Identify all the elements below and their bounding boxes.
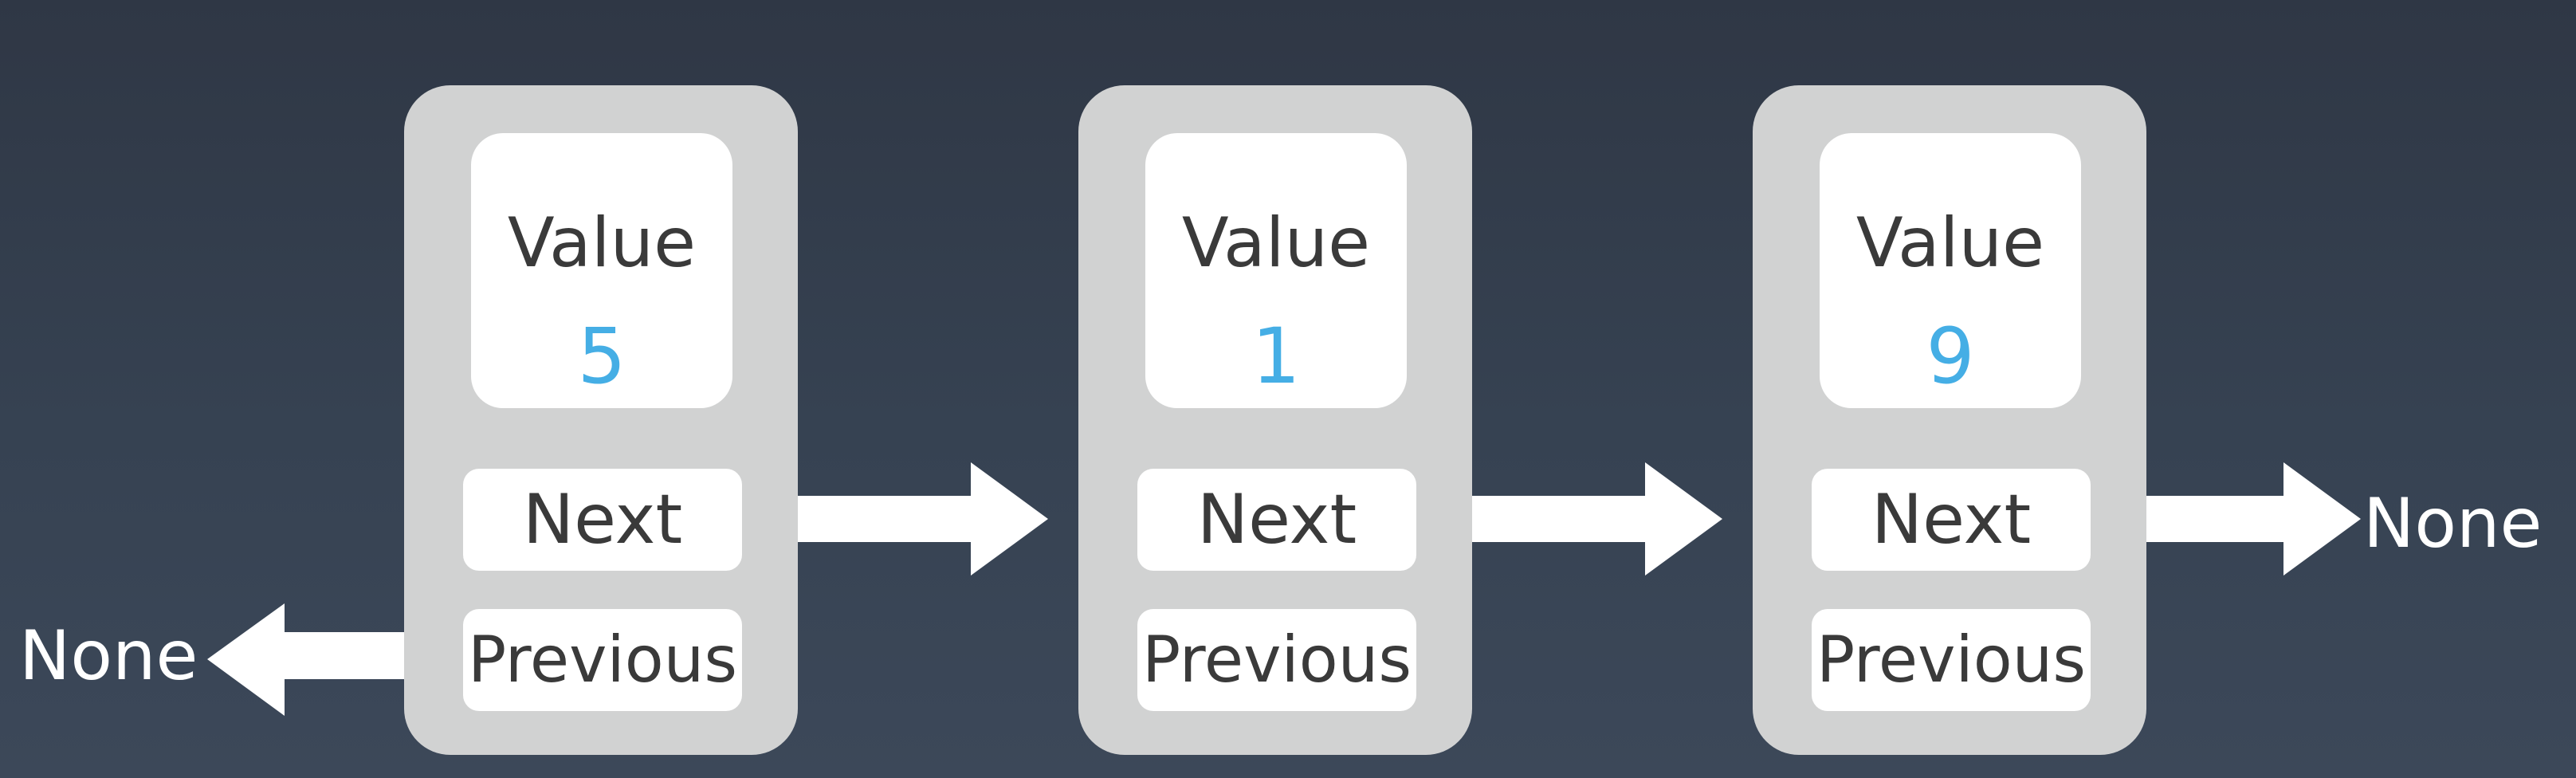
previous-pointer-field: Previous [1137,609,1416,711]
previous-pointer-field: Previous [1812,609,2091,711]
value-label: Value [1855,203,2045,283]
next-pointer-field: Next [463,469,742,571]
value-field: Value 1 [1145,133,1407,408]
node-value: 5 [577,312,626,401]
value-field: Value 5 [471,133,732,408]
next-arrow-node3-to-none [2087,462,2361,576]
list-node-3: Value 9 Next Previous [1753,85,2146,755]
next-label: Next [1871,480,2032,560]
value-field: Value 9 [1820,133,2081,408]
previous-arrow-node1-to-none [207,603,461,716]
value-label: Value [507,203,697,283]
previous-label: Previous [1816,623,2087,697]
next-pointer-field: Next [1812,469,2091,571]
previous-label: Previous [467,623,738,697]
previous-label: Previous [1141,623,1412,697]
next-label: Next [1196,480,1357,560]
list-node-1: Value 5 Next Previous [404,85,798,755]
next-arrow-node2-to-node3 [1412,462,1722,576]
next-label: Next [522,480,683,560]
next-arrow-node1-to-node2 [737,462,1048,576]
value-label: Value [1181,203,1371,283]
next-pointer-field: Next [1137,469,1416,571]
tail-next-none-label: None [2363,484,2543,564]
list-node-2: Value 1 Next Previous [1078,85,1472,755]
previous-pointer-field: Previous [463,609,742,711]
node-value: 9 [1926,312,1975,401]
head-previous-none-label: None [19,616,198,696]
node-value: 1 [1251,312,1301,401]
